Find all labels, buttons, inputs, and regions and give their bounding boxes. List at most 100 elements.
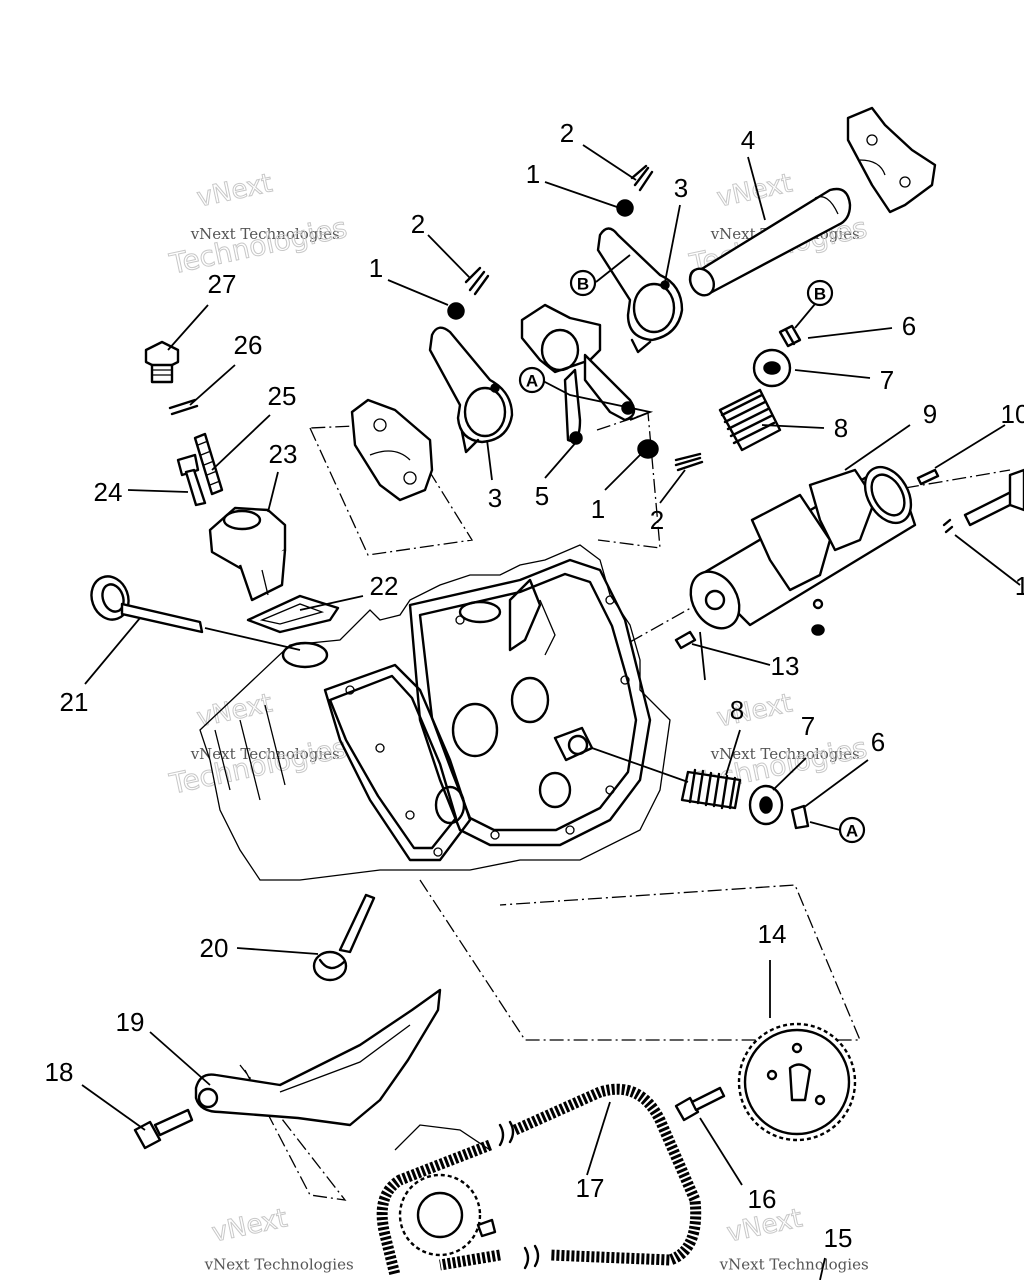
watermark-top-left: vNext vNext Technologies Technologies bbox=[166, 168, 351, 281]
callout-27: 27 bbox=[208, 269, 237, 299]
callout-7: 7 bbox=[880, 365, 894, 395]
callout-7: 7 bbox=[801, 711, 815, 741]
adjuster-screw-lower bbox=[674, 452, 704, 472]
guide-rocker-shaft bbox=[596, 412, 661, 549]
callout-19: 19 bbox=[116, 1007, 145, 1037]
callout-22: 22 bbox=[370, 571, 399, 601]
reference-letter: A bbox=[846, 822, 858, 841]
callout-6: 6 bbox=[902, 311, 916, 341]
watermark-line2: vNext Technologies bbox=[719, 1255, 869, 1273]
chain-tensioner-guide bbox=[194, 988, 442, 1127]
lock-nut-upper bbox=[616, 199, 634, 217]
callout-2: 2 bbox=[650, 505, 664, 535]
callout-2: 2 bbox=[560, 118, 574, 148]
bolt-24 bbox=[176, 453, 207, 507]
callout-1: 1 bbox=[369, 253, 383, 283]
shaft-part-11 bbox=[942, 468, 1024, 534]
valve-21-fit-line bbox=[204, 627, 301, 651]
watermark-line2: vNext Technologies bbox=[190, 225, 340, 243]
reference-letter: B bbox=[577, 275, 589, 294]
reference-marker-a-left: A bbox=[518, 366, 654, 421]
watermark-line1: vNext bbox=[209, 1203, 290, 1248]
callout-20: 20 bbox=[200, 933, 229, 963]
callout-3: 3 bbox=[674, 173, 688, 203]
callout-11: 1 bbox=[1015, 571, 1024, 601]
rocker-bracket-left bbox=[350, 398, 434, 502]
leader-lines bbox=[81, 144, 1021, 1280]
oring-26 bbox=[168, 398, 199, 416]
callout-8: 8 bbox=[730, 695, 744, 725]
stud-25 bbox=[193, 432, 224, 496]
rocker-arm-left bbox=[428, 326, 514, 454]
lock-nut-left bbox=[447, 302, 465, 320]
callout-2: 2 bbox=[411, 209, 425, 239]
cam-sprocket bbox=[737, 1022, 857, 1142]
valve-21 bbox=[90, 575, 204, 634]
watermark-line1: vNext bbox=[194, 168, 275, 213]
callout-9: 9 bbox=[923, 399, 937, 429]
watermark-line1: vNext bbox=[714, 688, 795, 733]
rocker-shaft bbox=[688, 187, 852, 297]
valve-spring-fit-line bbox=[591, 747, 689, 783]
sprocket-bolt bbox=[674, 1086, 726, 1122]
callout-21: 21 bbox=[60, 687, 89, 717]
camshaft bbox=[689, 465, 917, 636]
gasket-22 bbox=[246, 594, 340, 634]
adjuster-screw-upper bbox=[630, 164, 654, 192]
valve-keepers-lower bbox=[790, 804, 810, 830]
watermark-line3: Technologies bbox=[166, 211, 350, 281]
callout-6: 6 bbox=[871, 727, 885, 757]
dowel-pin-13 bbox=[674, 630, 697, 650]
crank-sprocket bbox=[394, 1124, 497, 1257]
valve-spring-lower bbox=[680, 768, 742, 810]
callout-4: 4 bbox=[741, 125, 755, 155]
callout-13: 13 bbox=[771, 651, 800, 681]
reference-letter: B bbox=[814, 285, 826, 304]
rocker-arm-upper bbox=[596, 227, 684, 354]
callout-16: 16 bbox=[748, 1184, 777, 1214]
callout-17: 17 bbox=[576, 1173, 605, 1203]
callout-24: 24 bbox=[94, 477, 123, 507]
reference-marker-b-upper: B bbox=[569, 254, 631, 297]
callout-3: 3 bbox=[488, 483, 502, 513]
dowel-pin-10 bbox=[916, 468, 940, 486]
lock-nut-lower bbox=[637, 439, 659, 459]
callout-26: 26 bbox=[234, 330, 263, 360]
callout-8: 8 bbox=[834, 413, 848, 443]
watermark-line1: vNext bbox=[194, 688, 275, 733]
callout-5: 5 bbox=[535, 481, 549, 511]
timing-chain bbox=[376, 1083, 702, 1277]
watermark-line2: vNext Technologies bbox=[190, 745, 340, 763]
callout-23: 23 bbox=[269, 439, 298, 469]
watermark-bottom-left: vNext vNext Technologies bbox=[204, 1203, 354, 1273]
spring-retainer-lower bbox=[748, 784, 784, 826]
spring-retainer-upper bbox=[752, 348, 792, 388]
guide-camshaft bbox=[629, 599, 706, 643]
callout-labels: 2 1 3 4 2 1 27 26 25 23 24 6 7 8 9 10 3 … bbox=[45, 118, 1024, 1253]
callout-25: 25 bbox=[268, 381, 297, 411]
plug-27 bbox=[144, 340, 180, 384]
adjuster-screw-left bbox=[464, 266, 490, 296]
callout-15: 15 bbox=[824, 1223, 853, 1253]
callout-10: 10 bbox=[1001, 399, 1024, 429]
rocker-arm-center bbox=[520, 303, 636, 445]
watermark-line2: vNext Technologies bbox=[204, 1255, 354, 1273]
reference-marker-b-right: B bbox=[794, 279, 834, 329]
guide-pin bbox=[904, 469, 1011, 489]
rocker-bracket-upper bbox=[846, 106, 937, 214]
callout-1: 1 bbox=[591, 494, 605, 524]
guide-sprocket bbox=[419, 879, 861, 1041]
watermark-line2: vNext Technologies bbox=[710, 745, 860, 763]
callout-14: 14 bbox=[758, 919, 787, 949]
watermark-mid-left: vNext vNext Technologies Technologies bbox=[166, 688, 351, 801]
reference-marker-a-lower: A bbox=[809, 816, 866, 844]
watermark-line1: vNext bbox=[714, 168, 795, 213]
guide-bolt-18 bbox=[133, 1108, 194, 1150]
valve-spring-upper bbox=[718, 388, 782, 452]
reference-letter: A bbox=[526, 372, 538, 391]
callout-18: 18 bbox=[45, 1057, 74, 1087]
cylinder-head bbox=[199, 544, 671, 881]
callout-1: 1 bbox=[526, 159, 540, 189]
valve-keepers-upper bbox=[778, 324, 802, 348]
